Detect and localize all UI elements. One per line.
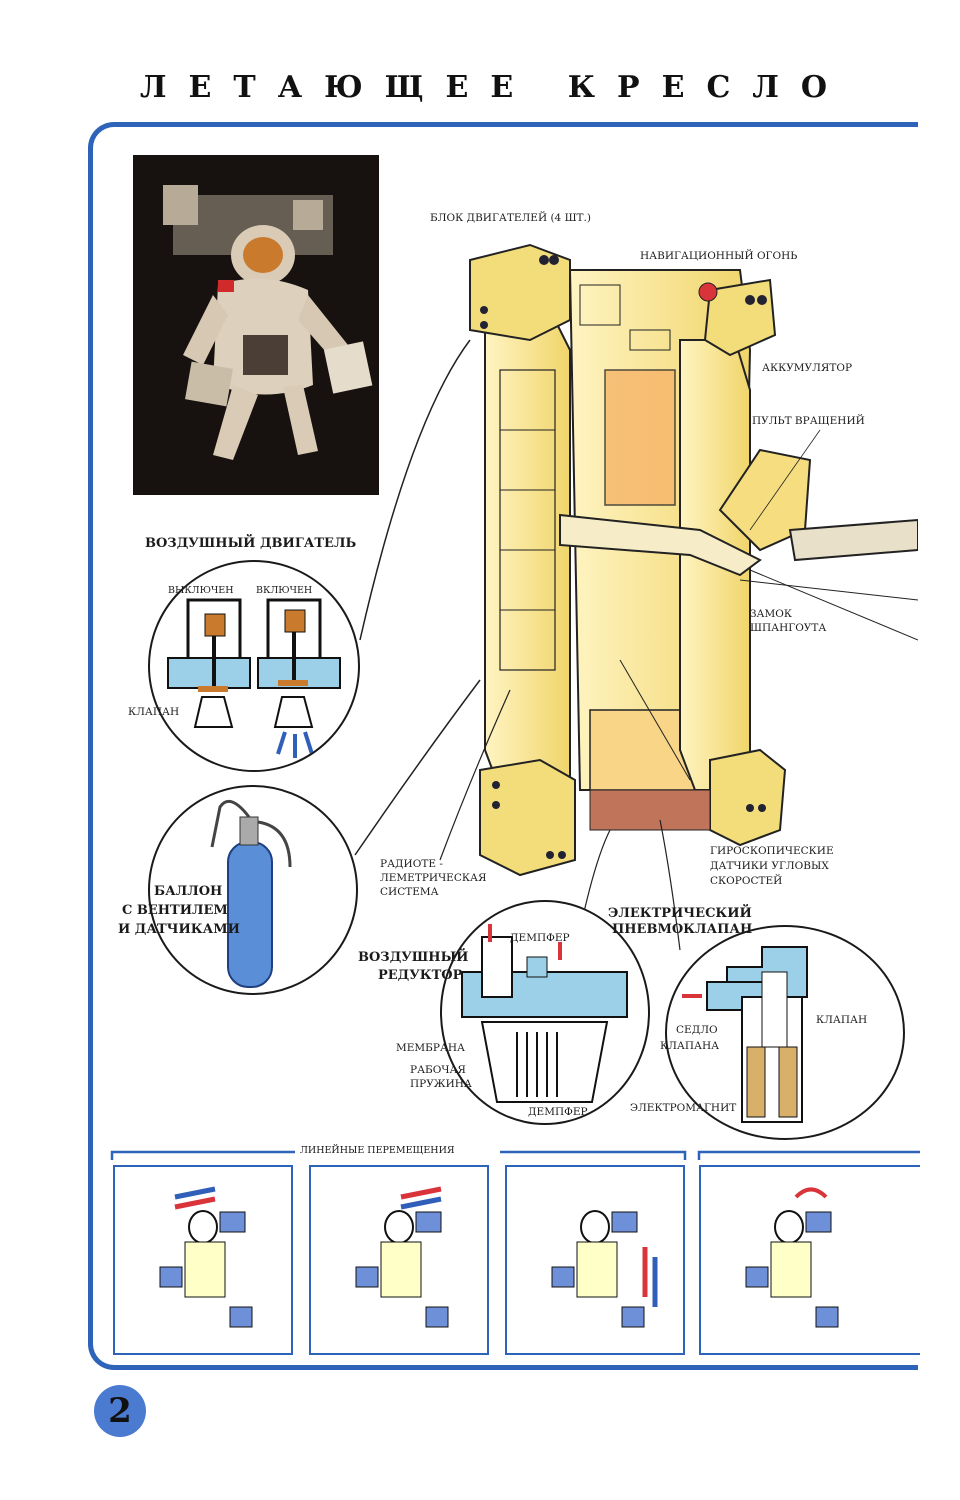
pneumo-valve-circle: [665, 925, 905, 1140]
rotation-bracket: [697, 1150, 920, 1160]
label-seat-2: КЛАПАНА: [660, 1040, 720, 1052]
label-tank-3: И ДАТЧИКАМИ: [118, 922, 240, 937]
label-valve-right: КЛАПАН: [816, 1014, 868, 1026]
movement-panel-2: [309, 1165, 489, 1355]
label-membrane: МЕМБРАНА: [396, 1042, 466, 1054]
label-off: ВЫКЛЮЧЕН: [168, 585, 234, 596]
label-radio-1: РАДИОТЕ -: [380, 858, 443, 870]
label-radio-2: ЛЕМЕТРИЧЕСКАЯ: [380, 872, 487, 884]
label-reducer-1: ВОЗДУШНЫЙ: [358, 950, 469, 965]
label-nav-light: НАВИГАЦИОННЫЙ ОГОНЬ: [640, 250, 798, 262]
label-frame-lock-1: ЗАМОК: [750, 608, 792, 620]
air-engine-circle: [148, 560, 360, 772]
movement-panel-4: [699, 1165, 920, 1355]
label-electromagnet: ЭЛЕКТРОМАГНИТ: [630, 1102, 737, 1114]
label-tank-1: БАЛЛОН: [154, 884, 223, 899]
label-seat-1: СЕДЛО: [676, 1024, 718, 1036]
content-frame: [88, 122, 918, 1370]
label-on: ВКЛЮЧЕН: [256, 585, 313, 596]
label-battery: АККУМУЛЯТОР: [762, 362, 853, 374]
movement-panel-3: [505, 1165, 685, 1355]
flying-chair-illustration: [469, 243, 918, 877]
label-tank-2: С ВЕНТИЛЕМ: [122, 903, 228, 918]
label-rotation-console: ПУЛЬТ ВРАЩЕНИЙ: [752, 415, 865, 427]
movement-panel-1: [113, 1165, 293, 1355]
label-radio-3: СИСТЕМА: [380, 886, 439, 898]
label-gyro-3: СКОРОСТЕЙ: [710, 875, 783, 887]
label-air-engine: ВОЗДУШНЫЙ ДВИГАТЕЛЬ: [145, 536, 357, 551]
label-spring-1: РАБОЧАЯ: [410, 1064, 466, 1076]
page-number: 2: [94, 1385, 146, 1437]
label-valve: КЛАПАН: [128, 706, 180, 718]
label-gyro-2: ДАТЧИКИ УГЛОВЫХ: [710, 860, 829, 872]
label-damper-top: ДЕМПФЕР: [510, 932, 570, 944]
reducer-circle: [440, 900, 650, 1125]
astronaut-photo: [133, 155, 379, 495]
label-gyro-1: ГИРОСКОПИЧЕСКИЕ: [710, 845, 834, 857]
page-title: ЛЕТАЮЩЕЕ КРЕСЛО: [140, 70, 849, 105]
label-linear: ЛИНЕЙНЫЕ ПЕРЕМЕЩЕНИЯ: [300, 1145, 455, 1156]
label-frame-lock-2: ШПАНГОУТА: [750, 622, 827, 634]
label-pneumo-1: ЭЛЕКТРИЧЕСКИЙ: [608, 906, 752, 921]
label-engine-block: БЛОК ДВИГАТЕЛЕЙ (4 ШТ.): [430, 212, 591, 224]
linear-bracket: [110, 1150, 687, 1160]
tank-circle: [148, 785, 358, 995]
label-reducer-2: РЕДУКТОР: [378, 968, 463, 983]
label-spring-2: ПРУЖИНА: [410, 1078, 472, 1090]
label-damper-bottom: ДЕМПФЕР: [528, 1106, 588, 1118]
label-pneumo-2: ПНЕВМОКЛАПАН: [612, 922, 753, 937]
